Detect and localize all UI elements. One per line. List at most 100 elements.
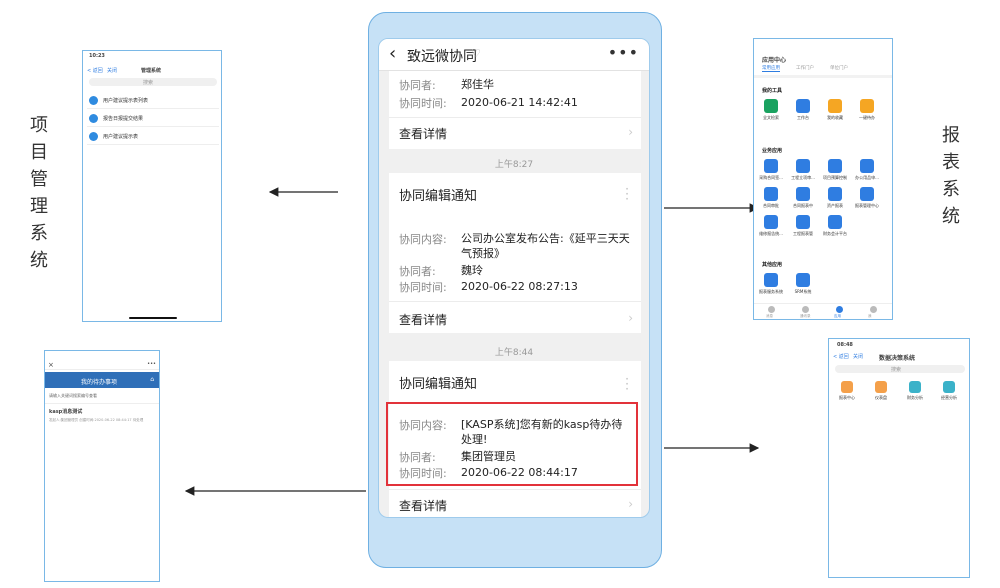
section-business-apps: 业务应用 bbox=[762, 148, 783, 154]
close-link[interactable]: 关闭 bbox=[853, 354, 864, 360]
card2-row-0: 协同内容:[KASP系统]您有新的kasp待办待处理! bbox=[399, 417, 631, 447]
more-vertical-icon[interactable]: ··· bbox=[625, 372, 629, 396]
row-value: 2020-06-22 08:44:17 bbox=[461, 466, 578, 479]
app-tile-icon[interactable] bbox=[875, 381, 887, 393]
tab-bar-icon[interactable] bbox=[768, 306, 775, 313]
card-title: 协同编辑通知 bbox=[399, 377, 478, 392]
card0-row-1: 协同时间:2020-06-21 14:42:41 bbox=[399, 95, 631, 111]
app-tile-label: 仪表盘 bbox=[875, 395, 887, 400]
app-tile-icon[interactable] bbox=[796, 99, 810, 113]
app-tile-icon[interactable] bbox=[828, 99, 842, 113]
home-indicator bbox=[129, 317, 177, 319]
app-tile-label: 财务分析 bbox=[907, 395, 923, 400]
list-item-label: 报告日报提交结果 bbox=[103, 116, 144, 122]
tab-bar-label: 消息 bbox=[766, 314, 773, 318]
row-label: 协同者: bbox=[399, 265, 436, 278]
app-tile-icon[interactable] bbox=[943, 381, 955, 393]
app-icon bbox=[89, 132, 98, 141]
app-tile-icon[interactable] bbox=[909, 381, 921, 393]
search-placeholder: 搜索 bbox=[143, 80, 154, 86]
app-tile-icon[interactable] bbox=[796, 187, 810, 201]
project-system-phone: 10:23 < 返回 关闭 管理系统 搜索 用户建议提示表列表 报告日报提交结果… bbox=[82, 50, 222, 322]
search-placeholder: 搜索 bbox=[891, 367, 902, 373]
phone-title: 数据决策系统 bbox=[879, 355, 916, 362]
row-label: 协同内容: bbox=[399, 419, 447, 432]
message-card-2: 协同编辑通知 ··· 协同内容:[KASP系统]您有新的kasp待办待处理! 协… bbox=[389, 361, 641, 517]
section-my-tools: 我的工具 bbox=[762, 88, 783, 94]
app-tile-label: 经营分析 bbox=[941, 395, 957, 400]
tab-unit-portal[interactable]: 单位门户 bbox=[830, 66, 848, 71]
todo-item-title[interactable]: kasp消息测试 bbox=[49, 409, 83, 415]
app-tile-label: 报表服务系统 bbox=[759, 289, 783, 294]
search-input[interactable]: 搜索 bbox=[89, 78, 217, 86]
tab-work-portal[interactable]: 工作门户 bbox=[796, 66, 814, 71]
app-tile-icon[interactable] bbox=[764, 215, 778, 229]
close-link[interactable]: 关闭 bbox=[107, 68, 118, 74]
more-icon[interactable]: ••• bbox=[147, 361, 156, 367]
time-separator: 上午8:44 bbox=[494, 348, 534, 358]
center-phone-screen: ‹ 致远微协同 ♡ ••• 协同者:郑佳华 协同时间:2020-06-21 14… bbox=[378, 38, 650, 518]
decision-system-phone: 08:48 < 返回 关闭 数据决策系统 搜索 报表中心仪表盘财务分析经营分析 bbox=[828, 338, 970, 578]
back-icon[interactable]: ‹ bbox=[389, 43, 397, 64]
app-tile-icon[interactable] bbox=[828, 215, 842, 229]
card2-row-2: 协同时间: 2020-06-22 08:44:17 bbox=[399, 465, 631, 481]
center-navbar: ‹ 致远微协同 ♡ ••• bbox=[379, 39, 649, 71]
app-tile-icon[interactable] bbox=[796, 159, 810, 173]
app-icon bbox=[89, 96, 98, 105]
app-tile-icon[interactable] bbox=[796, 215, 810, 229]
tab-common[interactable]: 常用应用 bbox=[762, 66, 780, 72]
back-link[interactable]: < 返回 bbox=[87, 68, 103, 74]
chevron-right-icon: › bbox=[628, 311, 633, 325]
todo-subtitle: 请输入关键词搜索编号查看 bbox=[49, 393, 97, 398]
app-tile-label: SRM系统 bbox=[794, 289, 812, 294]
app-tile-icon[interactable] bbox=[764, 159, 778, 173]
app-tile-icon[interactable] bbox=[860, 159, 874, 173]
list-item[interactable]: 用户建议提示表 bbox=[87, 129, 219, 145]
project-system-label: 项目管理系统 bbox=[30, 115, 48, 271]
app-tile-icon[interactable] bbox=[828, 159, 842, 173]
view-details-link[interactable]: 查看详情 bbox=[399, 127, 448, 141]
center-nav-title: 致远微协同 bbox=[407, 49, 477, 65]
todo-header: 我的待办事项 ⌂ bbox=[45, 372, 159, 388]
list-item-label: 用户建议提示表列表 bbox=[103, 98, 149, 104]
shield-icon: ♡ bbox=[471, 47, 481, 60]
row-value: 2020-06-22 08:27:13 bbox=[461, 280, 578, 293]
app-tile-label: 采购合同签... bbox=[759, 175, 783, 180]
list-item[interactable]: 用户建议提示表列表 bbox=[87, 93, 219, 109]
app-tile-label: 资产报表 bbox=[827, 203, 843, 208]
app-tile-label: 合同报表中 bbox=[793, 203, 813, 208]
app-tile-icon[interactable] bbox=[764, 187, 778, 201]
app-tile-icon[interactable] bbox=[860, 99, 874, 113]
app-tile-icon[interactable] bbox=[764, 99, 778, 113]
list-item[interactable]: 报告日报提交结果 bbox=[87, 111, 219, 127]
section-other-apps: 其他应用 bbox=[762, 262, 783, 268]
app-tile-icon[interactable] bbox=[841, 381, 853, 393]
card0-row-0: 协同者:郑佳华 bbox=[399, 77, 631, 93]
row-label: 协同时间: bbox=[399, 281, 447, 294]
close-icon[interactable]: × bbox=[48, 361, 54, 369]
chevron-right-icon: › bbox=[628, 497, 633, 511]
home-icon[interactable]: ⌂ bbox=[150, 376, 154, 383]
tab-bar-icon[interactable] bbox=[870, 306, 877, 313]
app-tile-label: 报表管理中心 bbox=[855, 203, 879, 208]
row-value: 魏玲 bbox=[461, 264, 483, 277]
row-value: 公司办公室发布公告:《延平三天天气预报》 bbox=[461, 232, 630, 260]
app-tile-icon[interactable] bbox=[860, 187, 874, 201]
row-label: 协同时间: bbox=[399, 467, 447, 480]
tab-bar-label: 应用 bbox=[834, 314, 841, 318]
view-details-link[interactable]: 查看详情 bbox=[399, 313, 448, 327]
app-tile-icon[interactable] bbox=[796, 273, 810, 287]
tab-bar-icon[interactable] bbox=[836, 306, 843, 313]
view-details-link[interactable]: 查看详情 bbox=[399, 499, 448, 513]
back-link[interactable]: < 返回 bbox=[833, 354, 849, 360]
app-tile-label: 工程立项审... bbox=[791, 175, 815, 180]
app-tile-icon[interactable] bbox=[828, 187, 842, 201]
app-tile-icon[interactable] bbox=[764, 273, 778, 287]
more-vertical-icon[interactable]: ··· bbox=[625, 182, 629, 206]
tab-bar-icon[interactable] bbox=[802, 306, 809, 313]
row-label: 协同者: bbox=[399, 451, 436, 464]
more-icon[interactable]: ••• bbox=[607, 43, 639, 62]
search-input[interactable]: 搜索 bbox=[835, 365, 965, 373]
app-tile-label: 报表中心 bbox=[839, 395, 855, 400]
